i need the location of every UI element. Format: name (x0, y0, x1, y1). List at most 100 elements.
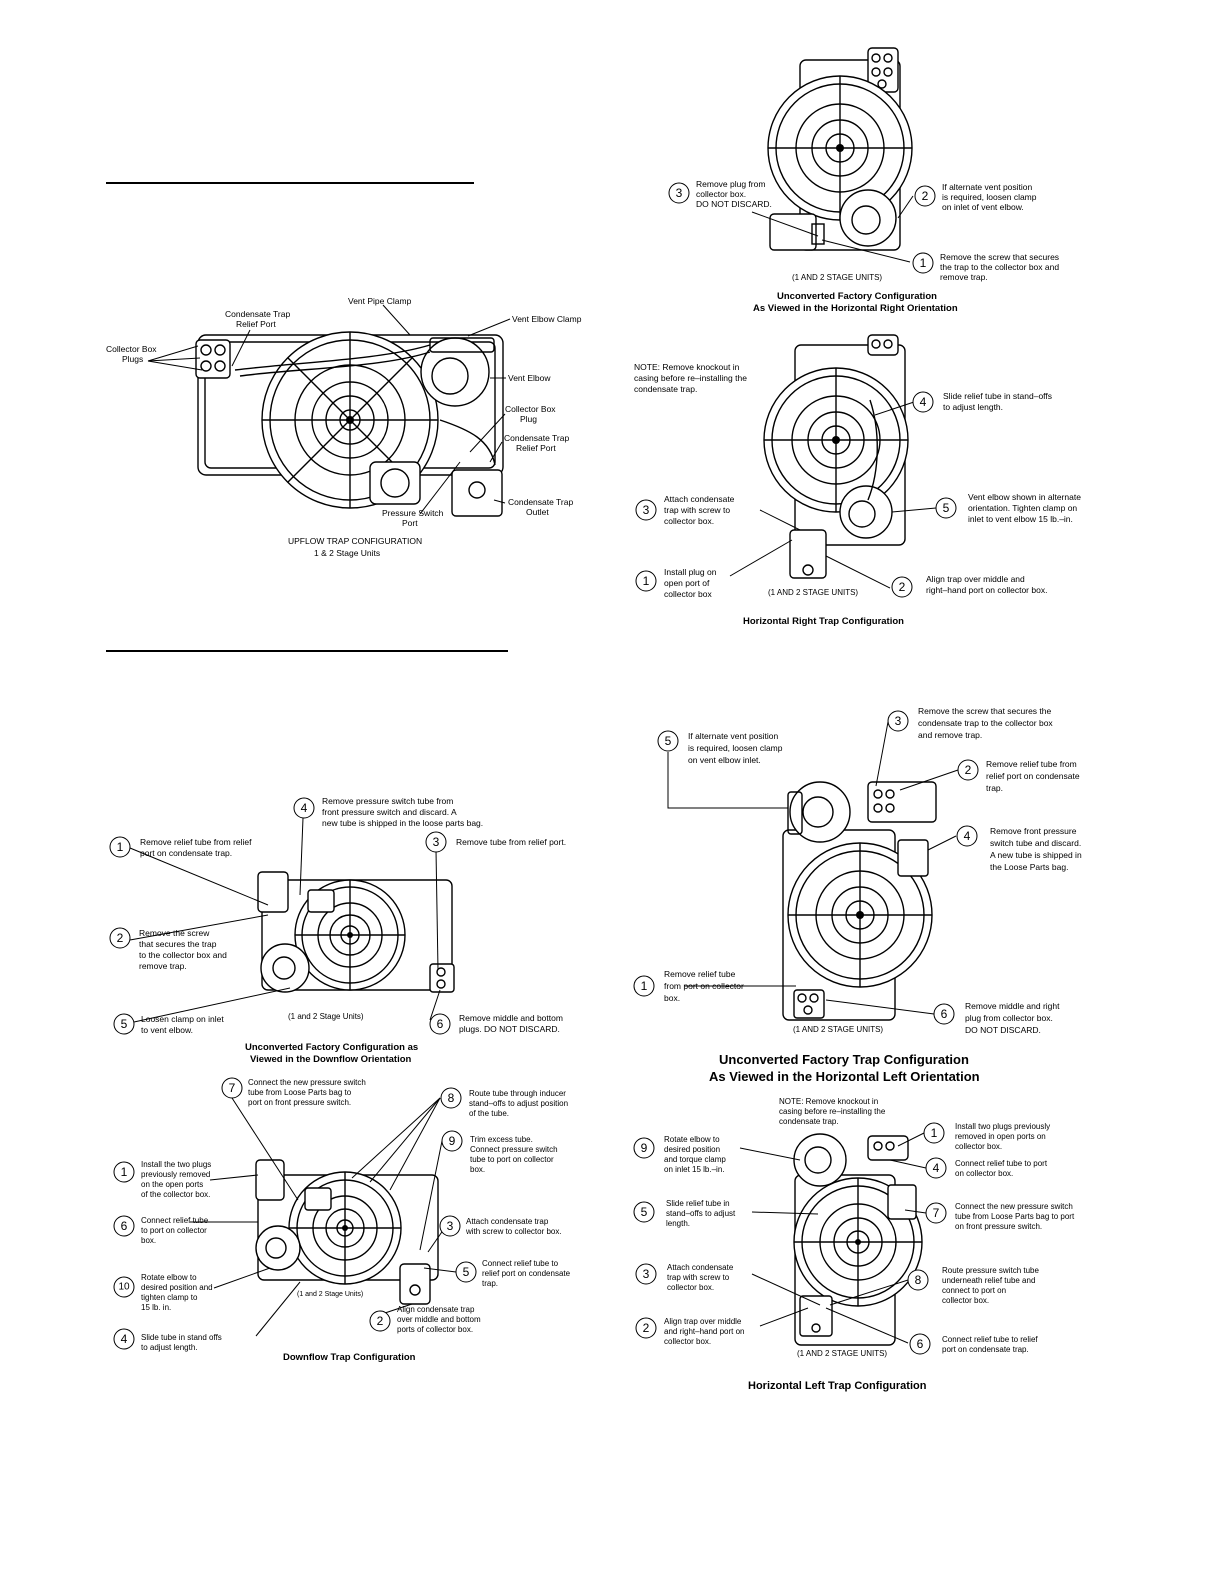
hr-t-callout-4-num: 4 (920, 395, 927, 409)
hl-t-callout-4 (925, 1157, 947, 1179)
hl-trap-unit-drawing (793, 1133, 923, 1346)
upflow-label-cond-trap-outlet-2: Outlet (526, 507, 549, 517)
upflow-label-vent-pipe-clamp: Vent Pipe Clamp (348, 296, 412, 306)
upflow-unit-drawing (195, 331, 504, 517)
df-u-callout-6-num: 6 (437, 1017, 444, 1031)
hr-u-callout-1-num: 1 (920, 256, 927, 270)
df-t-callout-5 (455, 1261, 477, 1283)
hr-t-callout-1-num: 1 (643, 574, 650, 588)
upflow-label-vent-elbow-clamp: Vent Elbow Clamp (512, 314, 582, 324)
df-u-units: (1 and 2 Stage Units) (288, 1012, 364, 1021)
hr-t-units: (1 AND 2 STAGE UNITS) (768, 588, 858, 597)
hl-u-callout-4-num: 4 (964, 829, 971, 843)
hr-u-callout-2 (914, 185, 936, 207)
hl-t-caption: Horizontal Left Trap Configuration (748, 1380, 927, 1392)
hl-t-callout-9 (633, 1137, 655, 1159)
upflow-leader-lines (147, 304, 511, 515)
hl-u-caption: Unconverted Factory Trap Configuration (719, 1052, 969, 1067)
hr-u-callout-3-num: 3 (676, 186, 683, 200)
hr-u-caption: Unconverted Factory Configuration (777, 291, 937, 302)
hr-t-caption: Horizontal Right Trap Configuration (743, 616, 904, 627)
upflow-label-collector-box-plug: Collector Box (505, 404, 556, 414)
hl-u-callout-5 (657, 730, 679, 752)
df-t-callout-9-num: 9 (449, 1134, 456, 1148)
hl-u-callout-1 (633, 975, 655, 997)
hl-t-callout-9-num: 9 (641, 1141, 648, 1155)
upflow-caption-sub: 1 & 2 Stage Units (314, 548, 380, 558)
hl-t-units: (1 AND 2 STAGE UNITS) (797, 1349, 887, 1358)
hr-u-caption-sub: As Viewed in the Horizontal Right Orient… (753, 303, 958, 314)
hl-t-callout-4-num: 4 (933, 1161, 940, 1175)
hl-u-callout-6 (933, 1003, 955, 1025)
df-trap-unit-drawing (255, 1159, 439, 1305)
hl-u-callout-1-num: 1 (641, 979, 648, 993)
hr-u-callout-1 (912, 252, 934, 274)
hl-u-callout-6-num: 6 (941, 1007, 948, 1021)
df-u-callout-3-text: Remove tube from relief port. (456, 837, 566, 847)
hr-u-callout-3 (668, 182, 690, 204)
upflow-caption: UPFLOW TRAP CONFIGURATION (288, 536, 422, 546)
df-u-callout-4 (293, 797, 315, 819)
hr-unconverted-unit-drawing (767, 47, 913, 251)
hr-trap-unit-drawing (763, 334, 909, 579)
df-t-callout-6 (113, 1215, 135, 1237)
df-t-callout-3-num: 3 (447, 1219, 454, 1233)
df-t-callout-1 (113, 1161, 135, 1183)
hr-t-callout-1 (635, 570, 657, 592)
hl-u-callout-2-num: 2 (965, 763, 972, 777)
hl-t-callout-3-num: 3 (643, 1267, 650, 1281)
hl-u-callout-5-num: 5 (665, 734, 672, 748)
df-t-callout-3 (439, 1215, 461, 1237)
df-t-callout-7 (221, 1077, 243, 1099)
hr-t-callout-3 (635, 499, 657, 521)
hl-u-callout-4 (956, 825, 978, 847)
df-t-callout-4 (113, 1328, 135, 1350)
hl-u-callout-2 (957, 759, 979, 781)
df-t-callout-8 (440, 1087, 462, 1109)
hr-t-callout-2 (891, 576, 913, 598)
df-t-callout-9 (441, 1130, 463, 1152)
df-t-callout-9-text: Trim excess tube.Connect pressure switch… (470, 1135, 558, 1174)
upflow-diagram: Vent Pipe Clamp Vent Elbow Clamp Condens… (106, 296, 582, 558)
df-t-callout-4-num: 4 (121, 1332, 128, 1346)
df-t-callout-8-num: 8 (448, 1091, 455, 1105)
upflow-label-cond-trap-relief-port: Condensate Trap (504, 433, 569, 443)
df-t-callout-1-num: 1 (121, 1165, 128, 1179)
df-unconverted-unit-drawing (257, 871, 455, 993)
hr-unconverted-leaders (751, 195, 914, 263)
hl-t-callout-6-num: 6 (917, 1337, 924, 1351)
df-u-callout-3-num: 3 (433, 835, 440, 849)
hr-t-callout-5-num: 5 (943, 501, 950, 515)
df-t-callout-7-num: 7 (229, 1081, 236, 1095)
hr-t-callout-2-num: 2 (899, 580, 906, 594)
df-t-callout-5-num: 5 (463, 1265, 470, 1279)
upflow-label-collector-box-plugs-2: Plugs (122, 354, 143, 364)
df-t-callout-2-num: 2 (377, 1314, 384, 1328)
hl-t-callout-7-num: 7 (933, 1206, 940, 1220)
hl-u-callout-3-num: 3 (895, 714, 902, 728)
